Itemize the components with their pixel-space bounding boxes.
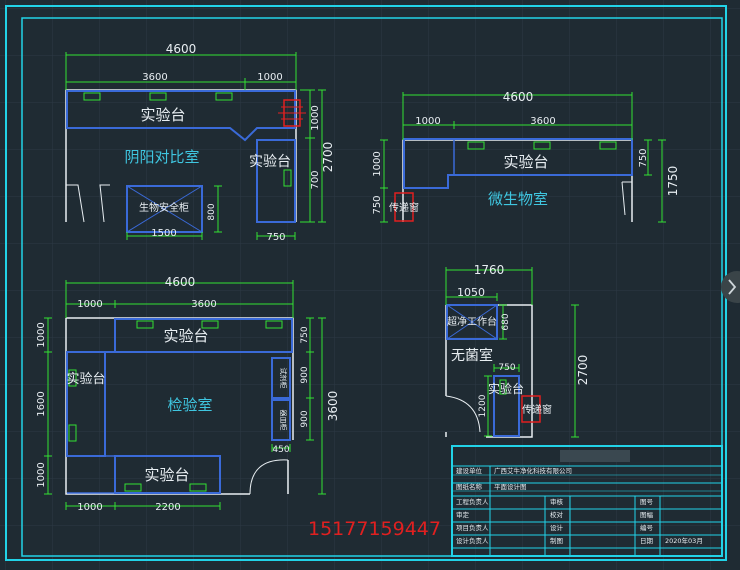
inspection-dim-left-b: 1600 bbox=[36, 391, 47, 416]
sterile-room-name: 无菌室 bbox=[451, 347, 493, 364]
title-block-key1-3: 校对 bbox=[550, 510, 564, 519]
micro-dim-right: 3600 bbox=[530, 116, 555, 127]
micro-pass-box-label: 传递窗 bbox=[389, 201, 419, 214]
title-block-key2-2: 图号 bbox=[640, 498, 654, 506]
title-block-value-0: 广西艾牛净化科技有限公司 bbox=[494, 466, 572, 475]
title-block-label-5: 设计负责人 bbox=[456, 536, 489, 545]
next-arrow-button[interactable] bbox=[721, 271, 740, 303]
micro-dim-h-left2: 750 bbox=[372, 195, 383, 214]
inspection-dim-bottom-left: 1000 bbox=[77, 502, 102, 513]
yinyang-dim-h-total: 2700 bbox=[321, 142, 335, 173]
yinyang-dim-cab-w: 1500 bbox=[151, 228, 176, 239]
micro-dim-total: 4600 bbox=[503, 90, 534, 104]
inspection-bench-left-label: 实验台 bbox=[66, 371, 105, 387]
yinyang-dim-total: 4600 bbox=[166, 42, 197, 56]
inspection-side-cab2-label: 器皿柜 bbox=[279, 410, 288, 431]
micro-room-name: 微生物室 bbox=[488, 190, 548, 208]
title-block-key2-3: 图幅 bbox=[640, 510, 654, 519]
sterile-clean-bench-label: 超净工作台 bbox=[447, 315, 497, 328]
inspection-dim-bottom-mid: 2200 bbox=[155, 502, 180, 513]
sterile-dim-bench-w: 750 bbox=[498, 363, 515, 373]
yinyang-dim-right: 1000 bbox=[257, 72, 282, 83]
inspection-dim-h-total: 3600 bbox=[326, 391, 340, 422]
yinyang-dim-h-bottom: 700 bbox=[310, 170, 321, 189]
title-block-key2-5: 日期 bbox=[640, 537, 654, 545]
room-sterile bbox=[445, 267, 579, 438]
title-block-label-0: 建设单位 bbox=[456, 466, 483, 475]
yinyang-dim-bench-w: 750 bbox=[266, 232, 285, 243]
title-block-label-1: 图纸名称 bbox=[456, 482, 483, 491]
yinyang-cabinet-label: 生物安全柜 bbox=[139, 201, 189, 214]
chevron-right-icon bbox=[728, 279, 737, 295]
inspection-dim-door: 450 bbox=[272, 445, 289, 455]
micro-dim-left: 1000 bbox=[415, 116, 440, 127]
sterile-dim-total: 1760 bbox=[474, 263, 505, 277]
room-inspection bbox=[44, 280, 326, 510]
room-yinyang bbox=[65, 52, 326, 240]
inspection-dim-left-a: 1000 bbox=[36, 322, 47, 347]
inspection-dim-left: 1000 bbox=[77, 299, 102, 310]
micro-dim-h-top: 750 bbox=[638, 148, 649, 167]
title-block-key1-4: 设计 bbox=[550, 523, 564, 532]
yinyang-dim-left: 3600 bbox=[142, 72, 167, 83]
inspection-bench-bottom-label: 实验台 bbox=[144, 466, 189, 484]
yinyang-bench-right-label: 实验台 bbox=[249, 154, 291, 170]
title-block-label-3: 审定 bbox=[456, 510, 470, 519]
room-micro bbox=[380, 92, 666, 223]
sterile-bench-label: 实验台 bbox=[488, 381, 524, 396]
sterile-dim-clean-h: 680 bbox=[501, 313, 511, 330]
yinyang-dim-h-top: 1000 bbox=[310, 105, 321, 130]
title-block-key2-4: 编号 bbox=[640, 523, 654, 532]
title-block bbox=[451, 445, 723, 557]
yinyang-dim-cab-h: 800 bbox=[207, 203, 217, 220]
inspection-dim-total: 4600 bbox=[165, 275, 196, 289]
inspection-dim-right-b: 900 bbox=[300, 366, 310, 383]
inspection-bench-top-label: 实验台 bbox=[163, 327, 208, 345]
yinyang-room-name: 阴阳对比室 bbox=[124, 148, 199, 166]
yinyang-bench-top-label: 实验台 bbox=[140, 106, 185, 124]
sterile-dim-bench-h: 1200 bbox=[478, 394, 488, 417]
inspection-room-name: 检验室 bbox=[167, 396, 212, 414]
phone-number: 15177159447 bbox=[308, 518, 441, 540]
inspection-dim-right-c: 900 bbox=[300, 410, 310, 427]
yinyang-bench-right-text: 实验台 bbox=[249, 154, 291, 170]
inspection-dim-left-c: 1000 bbox=[36, 462, 47, 487]
inspection-side-cab1-label: 试剂柜 bbox=[279, 368, 288, 389]
inspection-dim-right: 3600 bbox=[191, 299, 216, 310]
inspection-dim-right-a: 750 bbox=[300, 326, 310, 343]
sterile-dim-h-total: 2700 bbox=[576, 355, 590, 386]
micro-dim-h-left1: 1000 bbox=[372, 151, 383, 176]
micro-bench-label: 实验台 bbox=[503, 153, 548, 171]
sterile-dim-clean-w: 1050 bbox=[457, 286, 485, 299]
title-block-value-1: 平面设计图 bbox=[494, 482, 527, 491]
title-block-key1-2: 审核 bbox=[550, 497, 564, 506]
title-block-val2-5: 2020年03月 bbox=[665, 536, 703, 545]
sterile-pass-box-label: 传递窗 bbox=[522, 403, 552, 416]
title-block-label-2: 工程负责人 bbox=[456, 497, 489, 506]
title-block-key1-5: 制图 bbox=[550, 536, 563, 545]
micro-dim-h-total: 1750 bbox=[666, 166, 680, 197]
title-block-label-4: 项目负责人 bbox=[456, 523, 489, 532]
